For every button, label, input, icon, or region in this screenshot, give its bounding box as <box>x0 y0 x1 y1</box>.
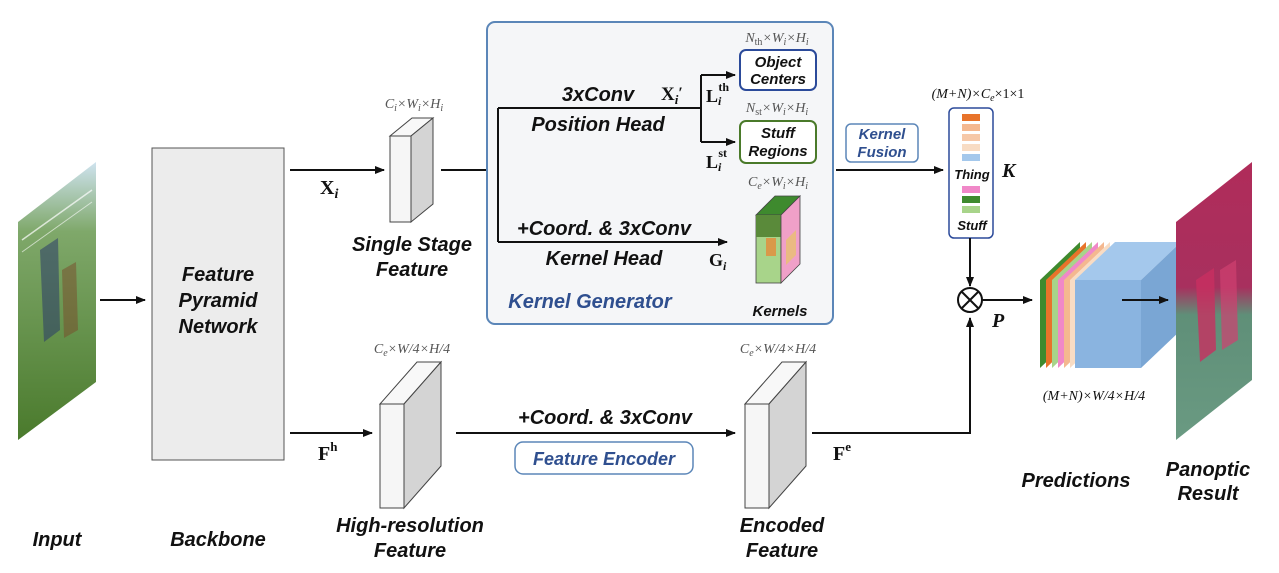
k-symbol: K <box>1001 160 1017 182</box>
xi-prime-symbol: Xi′ <box>661 84 683 107</box>
stuff-regions-dims: Nst×Wi×Hi <box>745 101 808 118</box>
kernel-generator-box <box>486 21 834 325</box>
predictions-stack <box>1040 242 1181 368</box>
kernels-label: Kernels <box>752 303 807 320</box>
object-centers-box <box>739 49 817 91</box>
panoptic-label-1: Panoptic <box>1166 459 1250 481</box>
xi-symbol: Xi <box>320 177 338 202</box>
p-symbol: P <box>991 310 1005 332</box>
backbone-label: Backbone <box>170 529 266 551</box>
fh-symbol: Fh <box>318 439 338 465</box>
panoptic-result-image <box>1176 162 1252 440</box>
encoded-label-1: Encoded <box>740 515 825 537</box>
feature-encoder-label: Feature Encoder <box>533 449 676 469</box>
kernel-generator-title: Kernel Generator <box>508 291 673 313</box>
kernels-block <box>755 195 801 284</box>
kernel-conv-label: +Coord. & 3xConv <box>517 218 693 240</box>
kernel-head-label: Kernel Head <box>546 248 663 270</box>
stuff-regions-line1: Stuff <box>761 125 797 142</box>
stuff-label: Stuff <box>957 218 988 233</box>
single-stage-label-2: Feature <box>376 259 448 281</box>
highres-dims: Ce×W/4×H/4 <box>374 342 450 359</box>
multiply-operator <box>957 287 983 313</box>
arrow-fe <box>812 317 974 434</box>
highres-label-2: Feature <box>374 540 446 562</box>
highres-label-1: High-resolution <box>336 515 484 537</box>
position-conv-label: 3xConv <box>562 84 636 106</box>
single-stage-dims: Ci×Wi×Hi <box>385 97 444 114</box>
fpn-line2: Pyramid <box>179 290 259 312</box>
kernels-dims: Ce×Wi×Hi <box>748 175 808 192</box>
encoded-dims: Ce×W/4×H/4 <box>740 342 816 359</box>
pred-dims: (M+N)×W/4×H/4 <box>1043 389 1145 404</box>
gi-symbol: Gi <box>709 250 727 273</box>
kernel-fusion-line1: Kernel <box>859 126 907 143</box>
single-stage-label-1: Single Stage <box>352 234 472 256</box>
l-th-symbol: Lith <box>706 80 729 108</box>
kernel-fusion-box <box>845 123 919 163</box>
stuff-regions-box <box>739 120 817 164</box>
fpn-line1: Feature <box>182 264 254 286</box>
thing-label: Thing <box>954 167 989 182</box>
fpn-line3: Network <box>179 316 259 338</box>
input-label: Input <box>33 529 83 551</box>
kernel-fusion-line2: Fusion <box>857 144 906 161</box>
encoder-conv-label: +Coord. & 3xConv <box>518 407 694 429</box>
k-dims: (M+N)×Ce×1×1 <box>932 87 1025 104</box>
highres-feature-block <box>378 360 443 510</box>
encoded-feature-block <box>743 360 808 510</box>
object-centers-dims: Nth×Wi×Hi <box>744 31 809 48</box>
encoded-label-2: Feature <box>746 540 818 562</box>
panoptic-label-2: Result <box>1177 483 1239 505</box>
stuff-regions-line2: Regions <box>748 143 807 160</box>
object-centers-line2: Centers <box>750 71 806 88</box>
single-stage-feature-block <box>388 116 435 224</box>
feature-encoder-box <box>514 441 694 475</box>
fpn-block <box>151 147 285 461</box>
predictions-label: Predictions <box>1022 470 1131 492</box>
position-head-label: Position Head <box>531 114 665 136</box>
input-image <box>18 162 96 440</box>
l-st-symbol: List <box>706 146 727 174</box>
thing-kernels <box>962 114 980 161</box>
fe-symbol: Fe <box>833 439 851 465</box>
object-centers-line1: Object <box>755 54 803 71</box>
stuff-kernels <box>962 186 980 213</box>
